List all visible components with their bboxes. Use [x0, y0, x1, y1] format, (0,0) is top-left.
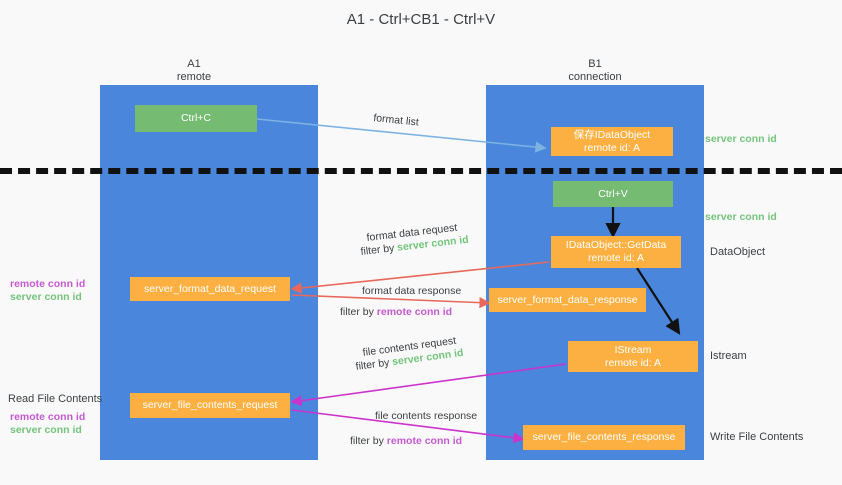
box-save-idataobject-line2: remote id: A [583, 141, 641, 154]
box-ctrl-v[interactable]: Ctrl+V [553, 181, 673, 207]
column-a1-subtitle: remote [176, 71, 212, 83]
box-save-idataobject-line1: 保存IDataObject [573, 128, 651, 141]
column-header-a1: A1 remote [94, 58, 294, 84]
title-line-2: B1 - Ctrl+V [421, 11, 496, 28]
left-tag-file-contents: remote conn id server conn id [10, 411, 85, 437]
filter-value-4: remote conn id [386, 435, 463, 447]
label-server-conn-id-mid: server conn id [705, 211, 777, 223]
box-istream[interactable]: IStream remote id: A [568, 341, 698, 372]
left-label-read-file-contents: Read File Contents [8, 393, 103, 405]
filter-prefix-1: filter by [360, 241, 398, 258]
column-a1-name: A1 [187, 58, 201, 70]
box-server-file-contents-request-label: server_file_contents_request [142, 399, 278, 411]
side-label-dataobject: DataObject [710, 246, 766, 258]
divider-dashed-line [0, 168, 842, 174]
side-label-write-file-contents: Write File Contents [710, 431, 804, 443]
left-tag-remote-conn-id-2: remote conn id [10, 411, 86, 423]
label-server-conn-id-top: server conn id [705, 133, 777, 145]
filter-prefix-4: filter by [350, 435, 387, 447]
box-server-format-data-request[interactable]: server_format_data_request [130, 277, 290, 301]
box-server-format-data-response[interactable]: server_format_data_response [489, 288, 646, 312]
left-tag-remote-conn-id-1: remote conn id [10, 278, 86, 290]
annotation-file-contents-response: file contents response [375, 410, 478, 422]
box-ctrl-c-label: Ctrl+C [180, 112, 212, 124]
box-istream-line2: remote id: A [604, 356, 662, 369]
box-idataobject-getdata[interactable]: IDataObject::GetData remote id: A [551, 236, 681, 268]
side-label-istream: Istream [710, 350, 747, 362]
title-line-1: A1 - Ctrl+C [346, 11, 422, 28]
box-istream-line1: IStream [614, 343, 652, 356]
column-header-b1: B1 connection [495, 58, 695, 84]
left-tag-format-data: remote conn id server conn id [10, 278, 85, 304]
left-tag-server-conn-id-2: server conn id [10, 424, 82, 436]
annotation-format-data-response-filter: filter by remote conn id [340, 306, 452, 318]
box-getdata-line1: IDataObject::GetData [565, 239, 667, 251]
annotation-format-data-response: format data response [362, 285, 462, 297]
filter-value-2: remote conn id [376, 306, 453, 318]
box-server-format-data-response-label: server_format_data_response [497, 293, 638, 306]
box-server-format-data-request-label: server_format_data_request [144, 282, 276, 295]
page-title: A1 - Ctrl+CB1 - Ctrl+V [0, 10, 842, 30]
annotation-format-list: format list [372, 112, 420, 129]
box-server-file-contents-response-label: server_file_contents_response [532, 431, 676, 443]
box-ctrl-c[interactable]: Ctrl+C [135, 105, 257, 132]
box-server-file-contents-response[interactable]: server_file_contents_response [523, 425, 685, 450]
column-b1-name: B1 [588, 58, 602, 70]
column-b1-subtitle: connection [568, 71, 622, 83]
box-server-file-contents-request[interactable]: server_file_contents_request [130, 393, 290, 418]
left-tag-server-conn-id-1: server conn id [10, 291, 82, 303]
box-ctrl-v-label: Ctrl+V [598, 187, 628, 200]
box-save-idataobject[interactable]: 保存IDataObject remote id: A [551, 127, 673, 156]
filter-prefix-2: filter by [340, 306, 377, 318]
filter-prefix-3: filter by [355, 356, 394, 373]
box-getdata-line2: remote id: A [587, 252, 645, 264]
annotation-file-contents-response-filter: filter by remote conn id [350, 435, 462, 447]
